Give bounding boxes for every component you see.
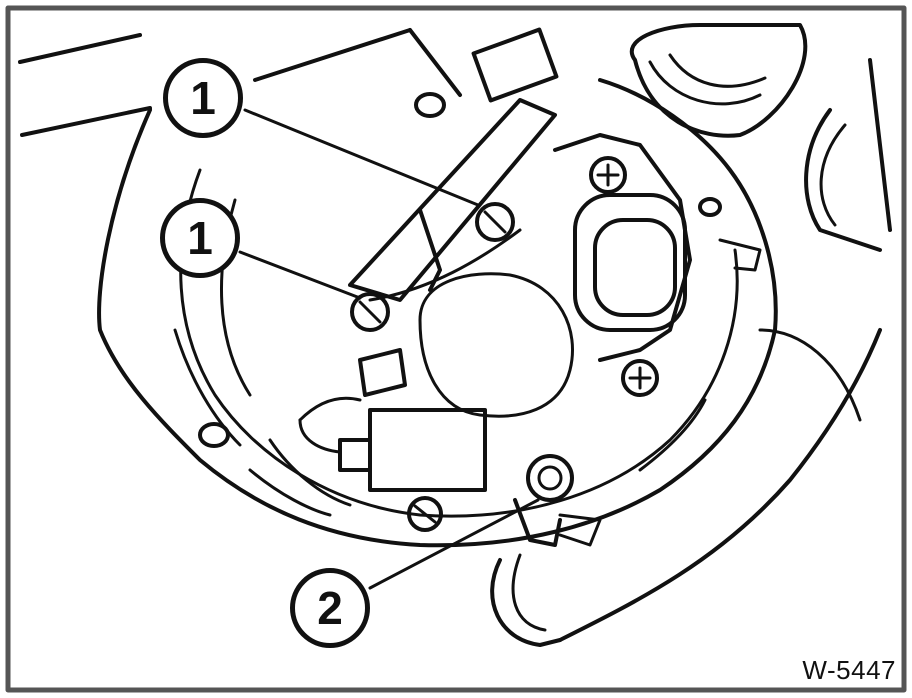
plate-slot xyxy=(173,328,242,447)
hose-right-edge xyxy=(868,58,892,232)
housing-line xyxy=(20,106,152,137)
housing-line xyxy=(18,33,142,64)
vacuum-unit-body xyxy=(573,193,687,332)
vacuum-screw xyxy=(589,156,627,194)
inner-ring xyxy=(179,168,739,518)
terminal-clip xyxy=(358,348,407,397)
body-edge xyxy=(758,328,862,422)
ground-wire xyxy=(490,558,562,647)
screw-slot xyxy=(413,504,437,524)
ground-wire-inner xyxy=(511,553,547,632)
wire-terminal xyxy=(513,498,562,547)
body-contour xyxy=(558,328,882,642)
plate-slot xyxy=(638,398,707,472)
hose-right xyxy=(804,108,882,252)
frame-border xyxy=(5,5,907,693)
lead-wire xyxy=(298,418,342,454)
figure-reference-code: W-5447 xyxy=(802,655,896,685)
callout-1-upper: 1 xyxy=(163,58,243,138)
housing-line xyxy=(408,28,462,97)
screw-slot xyxy=(483,210,507,234)
plate-slot xyxy=(248,468,332,517)
leader-line-2 xyxy=(368,498,540,590)
vacuum-bracket xyxy=(553,133,692,362)
screw-upper xyxy=(475,202,515,242)
screw-slot xyxy=(358,300,382,324)
hose-rib xyxy=(668,53,767,88)
vacuum-screw xyxy=(621,359,659,397)
lead-wire xyxy=(298,396,362,422)
housing-line xyxy=(253,28,412,82)
breaker-link xyxy=(368,228,522,302)
condenser-block xyxy=(368,408,487,492)
leader-line-1b xyxy=(238,250,362,300)
callout-2: 2 xyxy=(290,568,370,648)
mounting-hole xyxy=(414,92,446,118)
mounting-hole xyxy=(198,422,230,448)
screw-two xyxy=(526,454,574,502)
hose-right-rib xyxy=(819,123,847,227)
breaker-block xyxy=(471,27,559,103)
callout-1-lower: 1 xyxy=(160,198,240,278)
breaker-arm xyxy=(348,98,557,302)
connector-plug xyxy=(338,438,372,472)
leader-line-1a xyxy=(243,108,480,207)
vacuum-unit-cap xyxy=(593,218,677,317)
base-plate-outline xyxy=(97,78,778,548)
mounting-hole xyxy=(698,197,722,217)
screw-two-head xyxy=(537,465,563,491)
plate-screw xyxy=(407,496,443,532)
plate-tab xyxy=(718,238,762,272)
shaft-opening xyxy=(418,272,574,418)
screw-lower xyxy=(350,292,390,332)
breaker-spring xyxy=(418,208,442,292)
hose-rib xyxy=(648,60,762,106)
lug xyxy=(558,513,602,547)
inner-ring-arc xyxy=(268,438,352,507)
hose-top xyxy=(629,23,808,138)
